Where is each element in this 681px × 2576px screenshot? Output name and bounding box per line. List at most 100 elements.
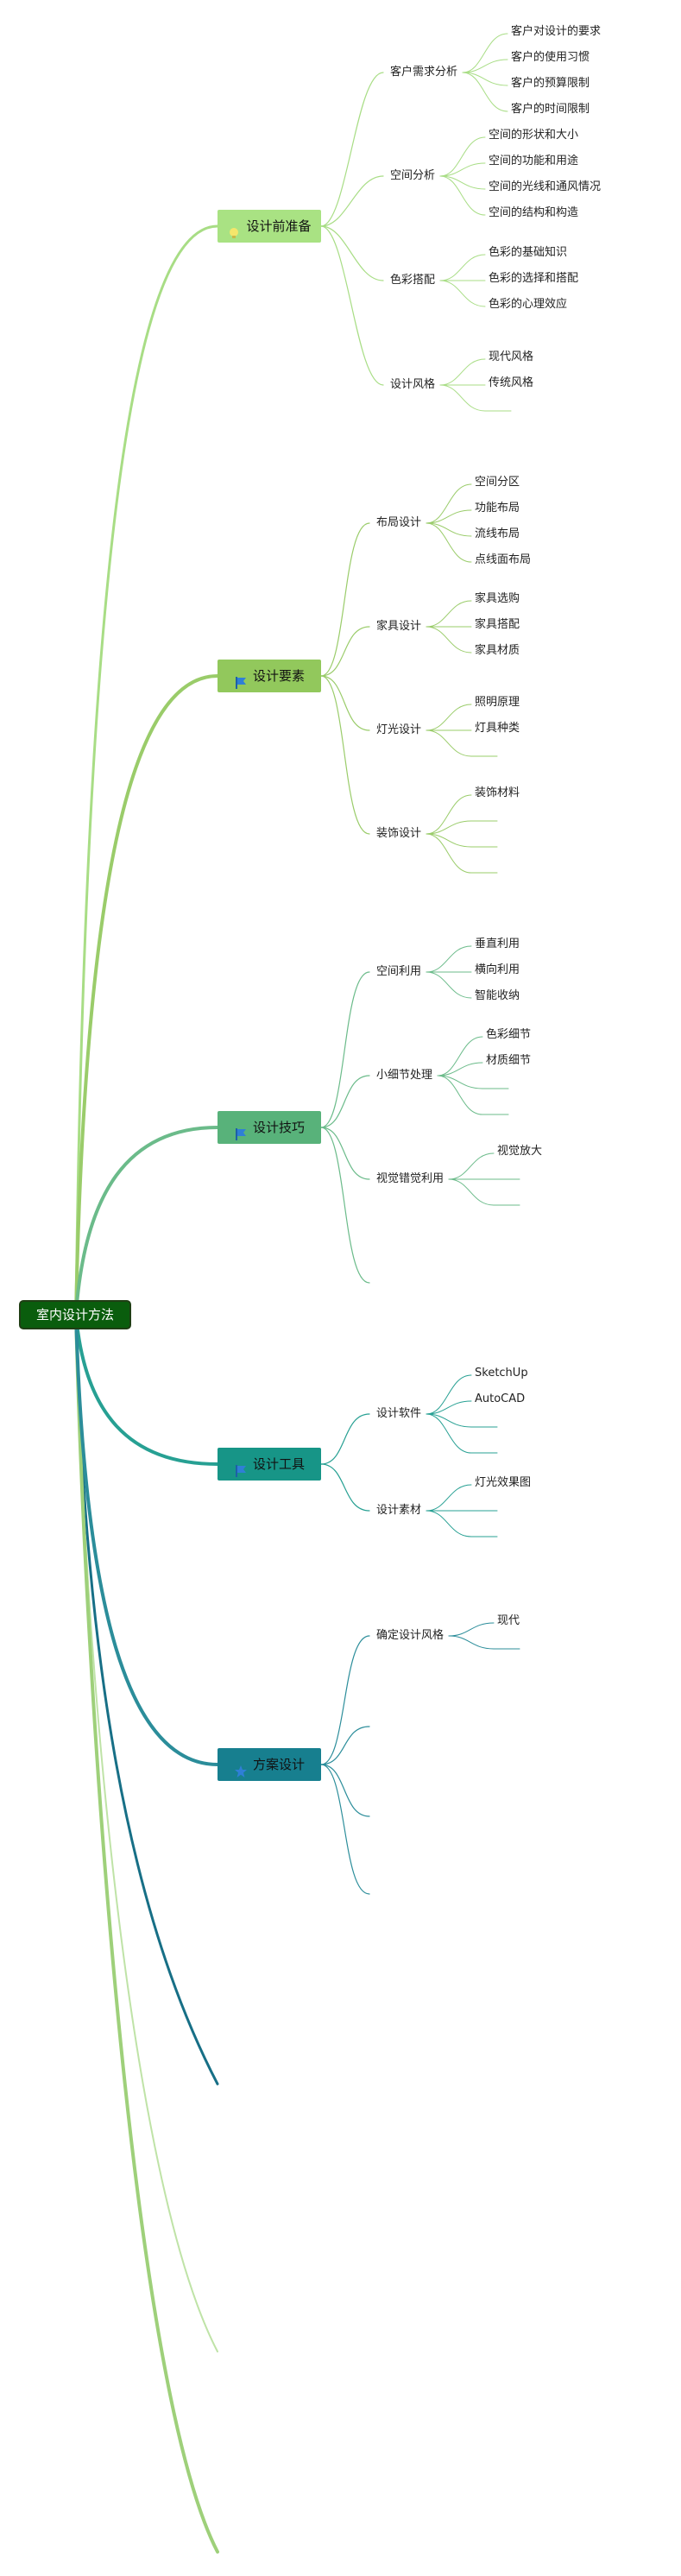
subtopic-connector: [320, 1764, 370, 1895]
leaf-elements-0-0[interactable]: 空间分区: [475, 476, 520, 489]
leaf-prep-0-3[interactable]: 客户的时间限制: [511, 103, 590, 116]
leaf-prep-2-1[interactable]: 色彩的选择和搭配: [489, 272, 579, 285]
subtopic-connector: [320, 522, 370, 677]
subtopic-tips-2[interactable]: 视觉错觉利用: [376, 1172, 445, 1185]
leaf-tools-0-1[interactable]: AutoCAD: [475, 1392, 526, 1405]
leaf-connector: [426, 729, 472, 757]
subtopic-connector: [320, 1413, 370, 1465]
subtopic-connector: [320, 675, 370, 835]
trunk-line-empty-2: [75, 1314, 218, 2352]
leaf-tips-1-1[interactable]: 材质细节: [486, 1054, 532, 1067]
subtopic-connector: [320, 72, 384, 227]
topic-label: 设计要素: [252, 668, 305, 684]
leaf-elements-2-0[interactable]: 照明原理: [475, 696, 520, 709]
leaf-tools-1-0[interactable]: 灯光效果图: [475, 1476, 532, 1489]
leaf-elements-2-1[interactable]: 灯具种类: [475, 722, 520, 735]
leaf-prep-3-0[interactable]: 现代风格: [489, 350, 534, 363]
leaf-tips-1-0[interactable]: 色彩细节: [486, 1028, 532, 1041]
subtopic-prep-2[interactable]: 色彩搭配: [390, 274, 436, 287]
leaf-elements-0-2[interactable]: 流线布局: [475, 527, 520, 540]
leaf-tips-0-2[interactable]: 智能收纳: [475, 989, 520, 1002]
leaf-connector: [426, 833, 472, 874]
subtopic-connector: [320, 971, 370, 1128]
leaf-connector: [448, 1635, 495, 1650]
leaf-connector: [462, 59, 508, 73]
leaf-connector: [426, 971, 472, 999]
subtopic-elements-1[interactable]: 家具设计: [376, 620, 422, 633]
subtopic-elements-2[interactable]: 灯光设计: [376, 723, 422, 736]
leaf-connector: [437, 1036, 483, 1076]
leaf-prep-0-0[interactable]: 客户对设计的要求: [511, 25, 602, 38]
subtopic-plan-0[interactable]: 确定设计风格: [376, 1629, 445, 1642]
subtopic-tools-0[interactable]: 设计软件: [376, 1407, 422, 1420]
leaf-connector: [426, 794, 472, 835]
subtopic-tools-1[interactable]: 设计素材: [376, 1504, 422, 1517]
leaf-connector: [426, 600, 472, 628]
leaf-prep-1-3[interactable]: 空间的结构和构造: [489, 206, 579, 219]
leaf-prep-1-0[interactable]: 空间的形状和大小: [489, 129, 579, 142]
subtopic-connector: [320, 675, 370, 731]
leaf-elements-3-0[interactable]: 装饰材料: [475, 786, 520, 799]
leaf-connector: [439, 175, 486, 190]
trunk-line-tips: [74, 1126, 219, 1316]
leaf-elements-0-3[interactable]: 点线面布局: [475, 553, 532, 566]
leaf-tools-0-0[interactable]: SketchUp: [475, 1367, 528, 1380]
root-node[interactable]: 室内设计方法: [19, 1300, 131, 1329]
leaf-prep-1-2[interactable]: 空间的光线和通风情况: [489, 180, 602, 193]
leaf-connector: [439, 175, 486, 216]
leaf-prep-2-0[interactable]: 色彩的基础知识: [489, 246, 568, 259]
subtopic-prep-3[interactable]: 设计风格: [390, 378, 436, 391]
leaf-prep-1-1[interactable]: 空间的功能和用途: [489, 155, 579, 167]
topic-label: 设计工具: [252, 1456, 305, 1472]
leaf-connector: [439, 162, 486, 177]
subtopic-prep-1[interactable]: 空间分析: [390, 169, 436, 182]
subtopic-elements-3[interactable]: 装饰设计: [376, 827, 422, 840]
leaf-connector: [448, 1152, 495, 1180]
leaf-connector: [426, 945, 472, 973]
subtopic-prep-0[interactable]: 客户需求分析: [390, 66, 458, 79]
leaf-connector: [448, 1622, 495, 1637]
subtopic-tips-0[interactable]: 空间利用: [376, 965, 422, 978]
leaf-tips-0-1[interactable]: 横向利用: [475, 963, 520, 976]
leaf-prep-0-2[interactable]: 客户的预算限制: [511, 77, 590, 90]
leaf-prep-0-1[interactable]: 客户的使用习惯: [511, 51, 590, 64]
leaf-elements-1-2[interactable]: 家具材质: [475, 644, 520, 657]
subtopic-connector: [320, 1764, 370, 1817]
leaf-connector: [462, 72, 508, 86]
subtopic-elements-0[interactable]: 布局设计: [376, 516, 422, 529]
leaf-connector: [462, 72, 508, 112]
topic-plan[interactable]: 方案设计: [218, 1748, 321, 1781]
subtopic-connector: [320, 225, 384, 386]
leaf-connector: [437, 1075, 483, 1115]
trunk-line-empty-3: [74, 1313, 219, 2554]
leaf-prep-2-2[interactable]: 色彩的心理效应: [489, 298, 568, 311]
star-icon: [234, 1758, 248, 1777]
topic-prep[interactable]: 设计前准备: [218, 210, 321, 243]
trunk-line-prep: [74, 224, 219, 1316]
lightbulb-icon: [227, 219, 241, 238]
leaf-connector: [439, 384, 486, 412]
leaf-elements-1-1[interactable]: 家具搭配: [475, 618, 520, 631]
topic-tools[interactable]: 设计工具: [218, 1448, 321, 1481]
leaf-tips-2-0[interactable]: 视觉放大: [497, 1145, 543, 1158]
leaf-connector: [426, 522, 472, 537]
topic-tips[interactable]: 设计技巧: [218, 1111, 321, 1144]
leaf-prep-3-1[interactable]: 传统风格: [489, 376, 534, 389]
leaf-plan-0-0[interactable]: 现代: [497, 1614, 520, 1627]
flag-icon: [234, 1457, 248, 1477]
leaf-tips-0-0[interactable]: 垂直利用: [475, 938, 520, 950]
topic-elements[interactable]: 设计要素: [218, 660, 321, 692]
trunk-line-tools: [74, 1313, 219, 1466]
trunk-line-plan: [74, 1313, 219, 1766]
trunk-line-elements: [74, 674, 219, 1316]
leaf-elements-0-1[interactable]: 功能布局: [475, 502, 520, 515]
leaf-connector: [439, 280, 486, 307]
leaf-connector: [426, 1400, 472, 1415]
leaf-connector: [426, 704, 472, 731]
subtopic-connector: [320, 175, 384, 227]
leaf-connector: [426, 1484, 472, 1512]
subtopic-tips-1[interactable]: 小细节处理: [376, 1069, 433, 1082]
subtopic-connector: [320, 1075, 370, 1128]
leaf-elements-1-0[interactable]: 家具选购: [475, 592, 520, 605]
